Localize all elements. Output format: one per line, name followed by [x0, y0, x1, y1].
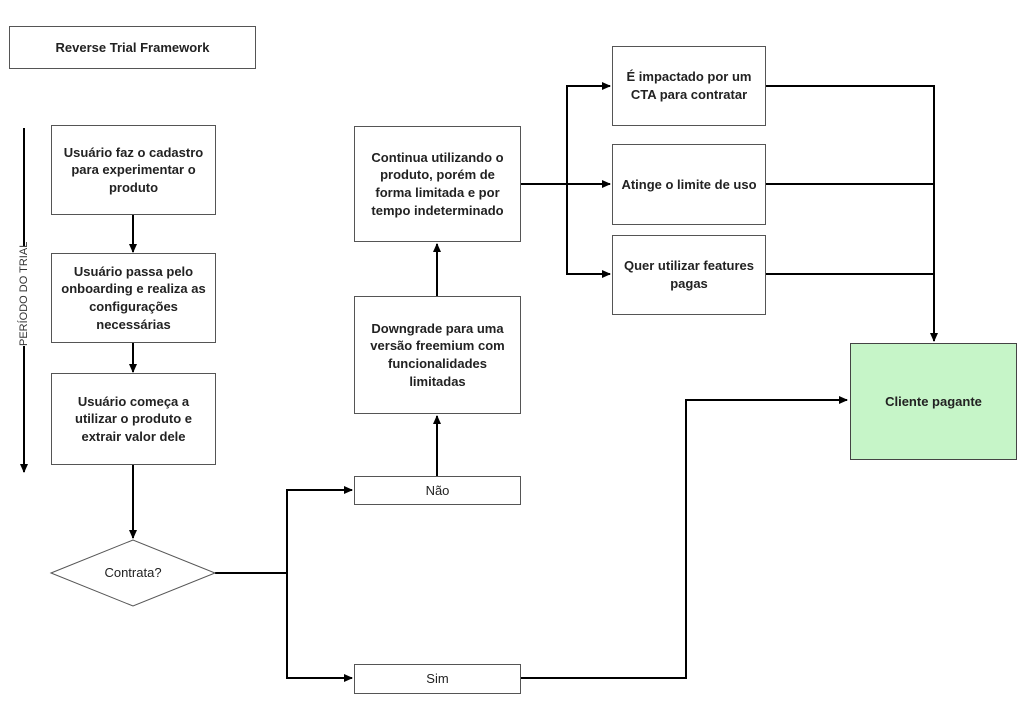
- arrow-continue-to-features: [566, 184, 611, 278]
- trigger-features: Quer utilizar features pagas: [612, 235, 766, 315]
- arrow-decision-to-no: [215, 486, 353, 574]
- step-continue: Continua utilizando o produto, porém de …: [354, 126, 521, 242]
- step-onboarding: Usuário passa pelo onboarding e realiza …: [51, 253, 216, 343]
- arrow-yes-to-customer: [520, 396, 848, 679]
- step-downgrade: Downgrade para uma versão freemium com f…: [354, 296, 521, 414]
- step-signup: Usuário faz o cadastro para experimentar…: [51, 125, 216, 215]
- arrow-cta-to-customer: [766, 85, 938, 342]
- decision-label: Contrata?: [104, 565, 162, 580]
- arrow-continue-to-cta: [566, 82, 611, 184]
- step-value: Usuário começa a utilizar o produto e ex…: [51, 373, 216, 465]
- trial-period-label: PERÍODO DO TRIAL: [18, 241, 30, 346]
- trigger-limit: Atinge o limite de uso: [612, 144, 766, 225]
- branch-no: Não: [354, 476, 521, 505]
- paying-customer: Cliente pagante: [850, 343, 1017, 460]
- branch-yes: Sim: [354, 664, 521, 694]
- decision-diamond: [49, 539, 217, 607]
- framework-title: Reverse Trial Framework: [9, 26, 256, 69]
- trigger-cta: É impactado por um CTA para contratar: [612, 46, 766, 126]
- arrow-decision-to-yes: [286, 573, 353, 682]
